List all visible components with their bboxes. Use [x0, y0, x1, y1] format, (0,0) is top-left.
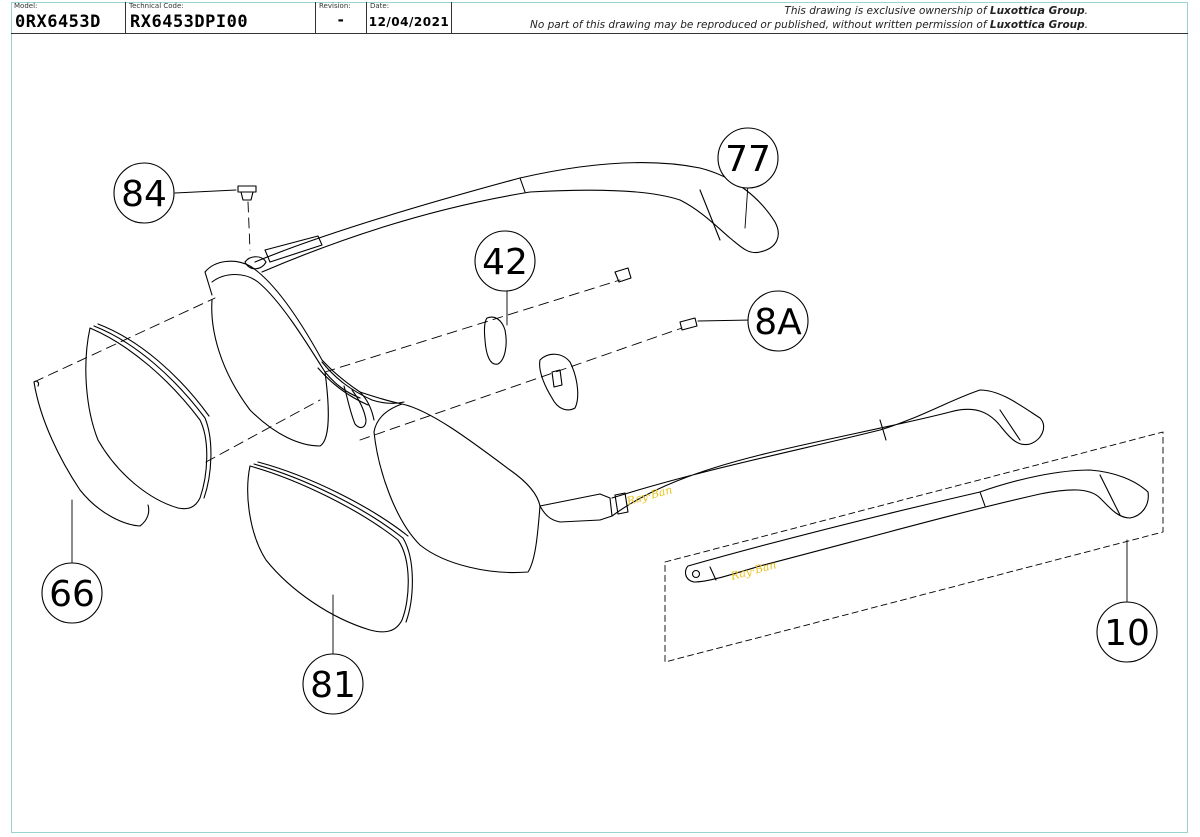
upper-temple [244, 162, 779, 273]
nose-pad-42 [483, 316, 579, 411]
callout-81: 81 [302, 653, 364, 715]
callout-42: 42 [474, 230, 536, 292]
model-cell: Model: 0RX6453D [11, 2, 126, 33]
model-label: Model: [14, 2, 38, 10]
title-block: Model: 0RX6453D Technical Code: RX6453DP… [11, 2, 1188, 34]
technical-code-cell: Technical Code: RX6453DPI00 [126, 2, 316, 33]
revision-value: - [337, 11, 345, 29]
technical-code-label: Technical Code: [129, 2, 184, 10]
callout-84: 84 [113, 162, 175, 224]
ownership-notice: This drawing is exclusive ownership of L… [452, 2, 1188, 33]
callout-77: 77 [717, 127, 779, 189]
date-value: 12/04/2021 [368, 15, 450, 29]
model-value: 0RX6453D [15, 12, 101, 32]
revision-cell: Revision: - [316, 2, 367, 33]
brand-logo-spare-temple: Ray·Ban [728, 558, 777, 583]
callout-8a-label: 8A [754, 302, 802, 343]
date-label: Date: [370, 2, 390, 10]
small-screws [614, 267, 698, 331]
technical-code-value: RX6453DPI00 [130, 12, 249, 32]
callout-8a: 8A [747, 290, 809, 352]
callout-10-label: 10 [1104, 613, 1150, 654]
callout-84-label: 84 [121, 174, 167, 215]
brand-logo-marks: Ray·Ban Ray·Ban [624, 483, 777, 583]
lens-66 [33, 323, 212, 527]
sheet-border [11, 2, 1188, 833]
assembly-lines [33, 201, 683, 463]
spare-temple-10 [664, 431, 1164, 663]
callout-66-label: 66 [49, 574, 95, 615]
front-frame [204, 260, 601, 574]
callout-42-label: 42 [482, 242, 528, 283]
callout-77-label: 77 [725, 139, 771, 180]
lower-temple-attached [599, 389, 1045, 521]
notice-line-1: This drawing is exclusive ownership of L… [784, 5, 1088, 17]
callout-66: 66 [41, 562, 103, 624]
notice-line-2: No part of this drawing may be reproduce… [529, 19, 1088, 31]
screw-84 [237, 185, 257, 201]
callout-81-label: 81 [310, 665, 356, 706]
lens-81 [247, 461, 413, 633]
callout-10: 10 [1096, 601, 1158, 663]
date-cell: Date: 12/04/2021 [367, 2, 452, 33]
revision-label: Revision: [319, 2, 351, 10]
leader-lines [71, 183, 1128, 656]
